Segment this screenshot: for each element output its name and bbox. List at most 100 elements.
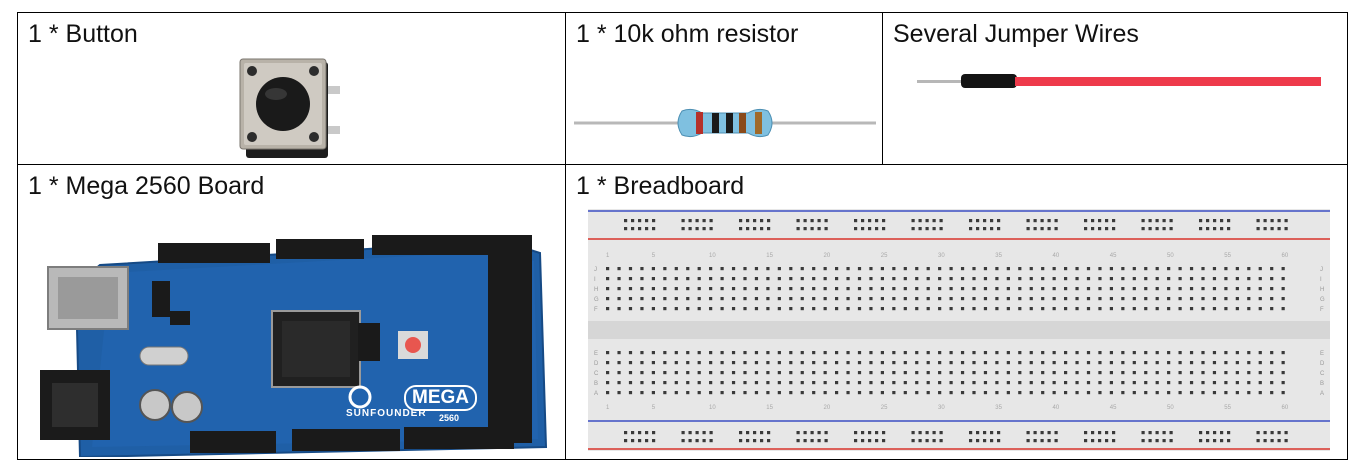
rail-hole	[1270, 227, 1274, 231]
terminal-hole	[869, 371, 873, 375]
rail-hole	[796, 219, 800, 223]
terminal-hole	[949, 307, 953, 311]
terminal-hole	[892, 277, 896, 281]
rail-hole	[1141, 431, 1145, 435]
terminal-hole	[651, 307, 655, 311]
terminal-hole	[789, 297, 793, 301]
terminal-hole	[1155, 287, 1159, 291]
terminal-hole	[697, 287, 701, 291]
rail-hole	[1026, 439, 1030, 443]
row-letter: E	[594, 351, 598, 357]
rail-hole	[969, 431, 973, 435]
terminal-hole	[663, 371, 667, 375]
rail-hole	[1054, 439, 1058, 443]
terminal-hole	[823, 307, 827, 311]
terminal-hole	[915, 307, 919, 311]
rail-hole	[868, 439, 872, 443]
terminal-hole	[686, 287, 690, 291]
terminal-hole	[972, 287, 976, 291]
column-number: 5	[652, 405, 656, 411]
terminal-hole	[754, 381, 759, 385]
rail-hole	[1263, 227, 1267, 231]
cell-jumper-wires: Several Jumper Wires	[883, 13, 1347, 164]
terminal-hole	[926, 287, 930, 291]
terminal-hole	[617, 287, 621, 291]
terminal-hole	[1075, 351, 1079, 355]
terminal-hole	[1121, 277, 1125, 281]
terminal-hole	[1270, 287, 1274, 291]
rail-hole	[817, 431, 821, 435]
rail-hole	[1098, 431, 1102, 435]
terminal-hole	[1235, 267, 1239, 271]
rail-hole	[1263, 439, 1267, 443]
rail-hole	[1155, 431, 1159, 435]
terminal-hole	[709, 267, 713, 271]
rail-hole	[796, 431, 800, 435]
terminal-hole	[892, 391, 896, 395]
terminal-hole	[1006, 351, 1010, 355]
terminal-hole	[1029, 277, 1033, 281]
terminal-hole	[835, 297, 839, 301]
terminal-hole	[651, 371, 655, 375]
cell-resistor: 1 * 10k ohm resistor	[566, 13, 882, 164]
terminal-hole	[1018, 381, 1022, 385]
terminal-hole	[651, 287, 655, 291]
terminal-hole	[1224, 361, 1228, 365]
rail-hole	[1148, 439, 1152, 443]
column-number: 30	[938, 405, 945, 411]
terminal-hole	[1018, 351, 1022, 355]
terminal-hole	[709, 307, 713, 311]
terminal-hole	[1109, 381, 1113, 385]
rail-hole	[1220, 219, 1224, 223]
rail-hole	[796, 439, 800, 443]
rail-hole	[1162, 431, 1166, 435]
terminal-hole	[1235, 371, 1239, 375]
terminal-hole	[1167, 297, 1171, 301]
rail-hole	[824, 439, 828, 443]
rail-hole	[681, 431, 685, 435]
terminal-hole	[1212, 371, 1217, 375]
rail-hole	[1148, 227, 1152, 231]
row-letter: I	[594, 277, 596, 283]
terminal-hole	[1132, 361, 1136, 365]
terminal-hole	[777, 381, 781, 385]
rail-hole	[1277, 431, 1281, 435]
terminal-hole	[1086, 351, 1091, 355]
terminal-hole	[1132, 267, 1136, 271]
rail-hole	[624, 431, 628, 435]
terminal-hole	[857, 267, 862, 271]
terminal-hole	[995, 361, 999, 365]
rail-hole	[1270, 219, 1274, 223]
rail-hole	[1105, 439, 1109, 443]
rail-hole	[702, 219, 706, 223]
column-number: 1	[606, 405, 610, 411]
terminal-hole	[938, 371, 942, 375]
rail-hole	[746, 439, 750, 443]
terminal-hole	[686, 371, 690, 375]
terminal-hole	[1189, 287, 1194, 291]
rail-hole	[1026, 219, 1030, 223]
terminal-hole	[731, 361, 736, 365]
terminal-hole	[617, 391, 621, 395]
terminal-hole	[789, 267, 793, 271]
terminal-hole	[709, 351, 713, 355]
rail-hole	[882, 227, 886, 231]
terminal-hole	[617, 277, 621, 281]
rail-hole	[753, 219, 757, 223]
terminal-hole	[1212, 307, 1217, 311]
rail-hole	[753, 431, 757, 435]
terminal-hole	[972, 351, 976, 355]
terminal-hole	[995, 287, 999, 291]
row-letter: B	[1320, 381, 1324, 387]
terminal-hole	[1086, 361, 1091, 365]
terminal-hole	[1247, 371, 1251, 375]
terminal-hole	[960, 277, 965, 281]
terminal-hole	[1270, 277, 1274, 281]
terminal-hole	[720, 381, 724, 385]
terminal-hole	[640, 297, 644, 301]
terminal-hole	[903, 381, 907, 385]
terminal-hole	[1075, 391, 1079, 395]
terminal-hole	[1224, 381, 1228, 385]
terminal-hole	[1270, 381, 1274, 385]
terminal-hole	[800, 287, 804, 291]
